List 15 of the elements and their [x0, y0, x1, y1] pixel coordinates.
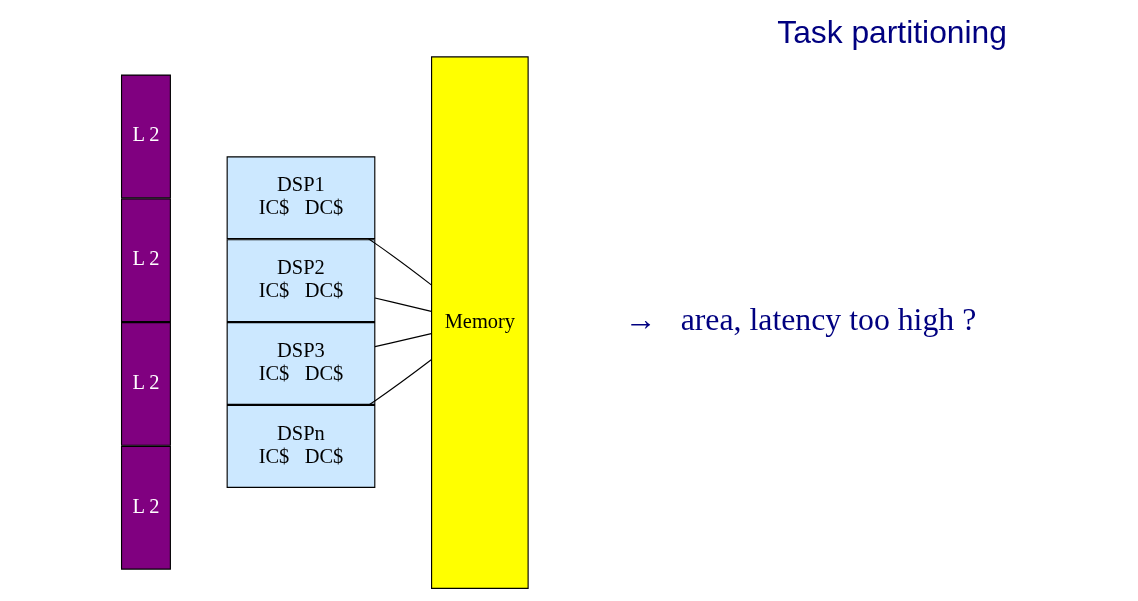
node-box: DSPn IC$ DC$ [226, 405, 376, 488]
connector [374, 297, 432, 312]
node-box: DSP3 IC$ DC$ [226, 322, 376, 405]
connector [367, 359, 432, 406]
node-box: L 2 [120, 445, 171, 570]
node-box: L 2 [120, 322, 171, 446]
diagram-title: Task partitioning [777, 13, 1007, 50]
label: → area, latency too high ? [625, 302, 977, 338]
connector [367, 238, 432, 286]
node-box: L 2 [120, 198, 171, 323]
node-box: Memory [431, 56, 529, 589]
node-box: L 2 [120, 74, 171, 199]
node-box: DSP1 IC$ DC$ [226, 156, 376, 240]
node-box: DSP2 IC$ DC$ [226, 239, 376, 323]
connector [374, 333, 432, 348]
